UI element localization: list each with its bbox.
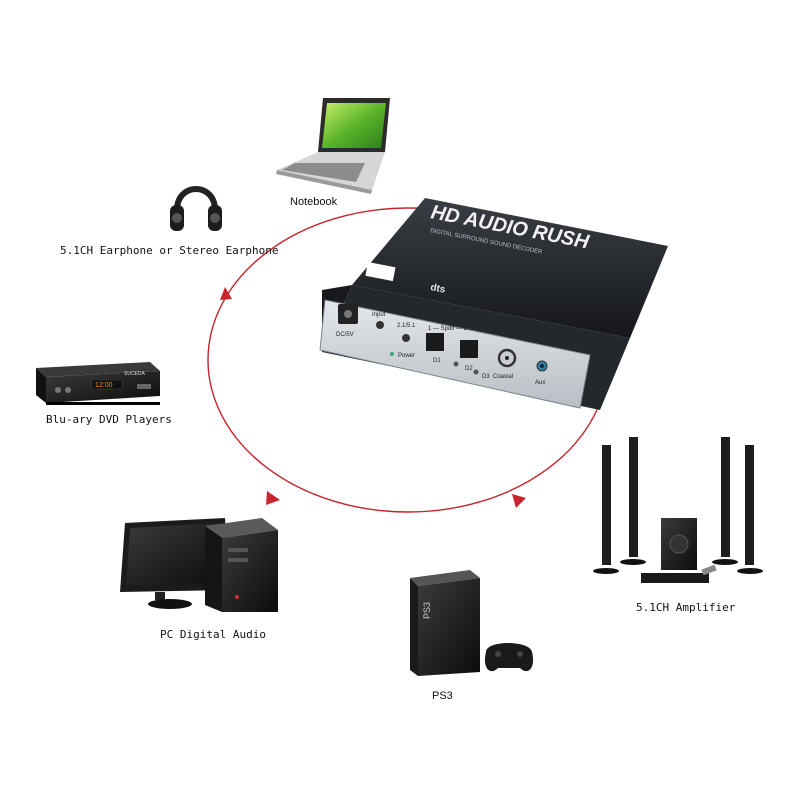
port-spdif: 1 — Spdif — 2 (428, 326, 468, 332)
dts-logo: dts (429, 282, 446, 296)
bluray-display: 12:00 (95, 382, 113, 389)
label-pc: PC Digital Audio (160, 628, 266, 641)
loop-arrow-icon (266, 491, 280, 505)
port-d1: D1 (433, 358, 441, 364)
input-button (376, 321, 384, 329)
power-led (390, 352, 394, 356)
label-earphone: 5.1CH Earphone or Stereo Earphone (60, 244, 279, 257)
mode-button (402, 334, 410, 342)
port-dc: DC/5V (336, 332, 354, 338)
port-d2: D2 (465, 366, 473, 372)
label-bluray: Blu-ary DVD Players (46, 413, 172, 426)
gamepad-image (484, 643, 534, 672)
loop-arrow-icon (220, 287, 232, 300)
optical-port-2 (460, 340, 478, 358)
port-mode: 2.1/5.1 (397, 323, 416, 329)
port-power: Power (398, 353, 415, 359)
notebook-image (276, 98, 390, 194)
speaker-system-image (593, 437, 763, 583)
bluray-brand: SUCEDA (124, 371, 146, 377)
port-d3: D3 (482, 374, 490, 380)
pc-image (120, 518, 278, 612)
bluray-player-image: 12:00 SUCEDA (36, 362, 160, 405)
label-amplifier: 5.1CH Amplifier (636, 601, 736, 614)
port-coaxial: Coaxial (493, 374, 513, 380)
headphones-image (170, 186, 222, 231)
optical-port-1 (426, 333, 444, 351)
label-ps3: PS3 (432, 690, 453, 702)
audio-decoder-image: HD AUDIO RUSH DIGITAL SURROUND SOUND DEC… (319, 198, 668, 410)
label-notebook: Notebook (290, 196, 338, 208)
port-aux: Aux (535, 380, 545, 386)
ps3-image: PS3 (410, 570, 534, 676)
ps3-logo: PS3 (422, 602, 432, 619)
loop-arrow-icon (512, 494, 526, 508)
port-input: Input (372, 312, 386, 318)
